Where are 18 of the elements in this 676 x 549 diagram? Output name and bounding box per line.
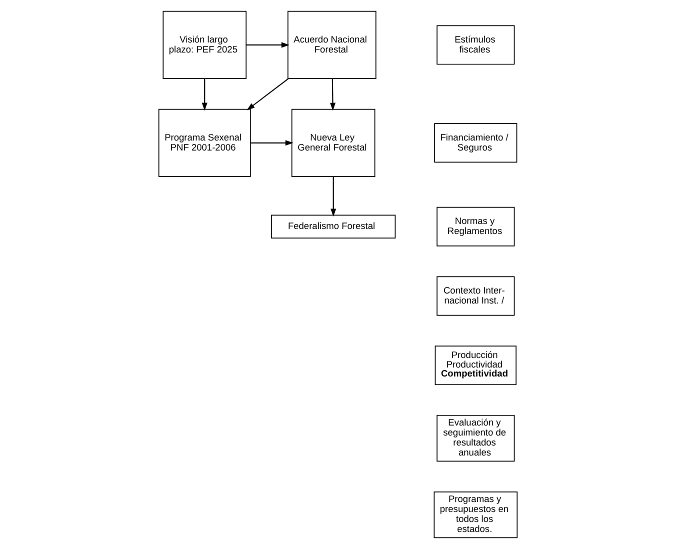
node-box: Acuerdo Nacional Forestal (288, 10, 376, 79)
node-box: Programas y presupuestos en todos los estados. (434, 491, 518, 538)
arrow (330, 78, 336, 111)
node-box: Normas y Reglamentos (436, 206, 515, 246)
arrow (246, 78, 289, 110)
arrow (202, 78, 208, 111)
arrow (246, 42, 290, 48)
node-box: Financiamiento / Seguros (434, 123, 518, 163)
arrow (330, 176, 336, 217)
node-box: Visión largo plazo: PEF 2025 (162, 10, 247, 79)
node-box: Programa Sexenal PNF 2001-2006 (158, 108, 251, 177)
arrow (250, 140, 294, 146)
node-box: Estímulos fiscales (436, 25, 515, 65)
node-box: Evaluación y seguimiento de resultados anuales (436, 414, 515, 462)
node-box: Federalismo Forestal (271, 214, 396, 238)
node-box: Producción Productividad Competitividad (434, 346, 516, 386)
node-box: Contexto Inter- nacional Inst. / (436, 276, 515, 316)
node-box: Nueva Ley General Forestal (291, 108, 376, 177)
